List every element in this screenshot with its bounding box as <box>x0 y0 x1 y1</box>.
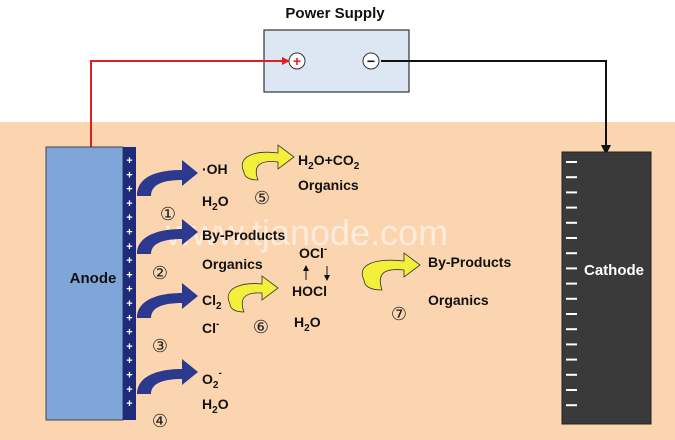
reaction-2-blue-arrow <box>137 219 198 254</box>
reaction-6-hocl: HOCl <box>292 283 327 299</box>
anode-charge-strip <box>123 147 136 420</box>
cathode-minus-signs <box>566 161 577 407</box>
reaction-2-reactant: Organics <box>202 256 263 272</box>
cathode-label: Cathode <box>584 262 644 279</box>
reaction-1-blue-arrow <box>137 160 198 196</box>
anode-plus-sign: + <box>126 212 132 224</box>
watermark: www.tjanode.com <box>165 212 448 253</box>
anode-electrode <box>45 146 124 421</box>
reaction-7-product: By-Products <box>428 254 511 270</box>
reaction-4-reactant: H2O <box>202 396 229 416</box>
anode-plus-sign: + <box>126 198 132 210</box>
anode-plus-signs: + + + + + + + + + + + + + + + + + + <box>126 155 132 410</box>
positive-terminal-sign: + <box>293 53 301 69</box>
anode-plus-sign: + <box>126 241 132 253</box>
power-supply-title: Power Supply <box>285 5 385 22</box>
anode-plus-sign: + <box>126 384 132 396</box>
positive-wire <box>90 57 290 147</box>
anode-plus-sign: + <box>126 312 132 324</box>
anode-plus-sign: + <box>126 269 132 281</box>
reaction-6-ocl: OCl- <box>299 244 327 261</box>
reaction-5-yellow-arrow <box>241 144 295 181</box>
anode-plus-sign: + <box>126 298 132 310</box>
anode-plus-sign: + <box>126 398 132 410</box>
negative-terminal-sign: − <box>367 53 375 69</box>
anode-plus-sign: + <box>126 370 132 382</box>
reaction-1-reactant: H2O <box>202 193 229 213</box>
reaction-4-blue-arrow <box>137 359 198 394</box>
reaction-3-reactant: Cl- <box>202 319 219 336</box>
reaction-5-product: H2O+CO2 <box>298 152 360 172</box>
reaction-2-number: ② <box>152 263 168 284</box>
anode-plus-sign: + <box>126 355 132 367</box>
reaction-3-blue-arrow <box>137 283 198 318</box>
reaction-1-number: ① <box>160 204 176 225</box>
reaction-1-product: ·OH <box>202 161 228 177</box>
reaction-7-reactant: Organics <box>428 292 489 308</box>
anode-plus-sign: + <box>126 169 132 181</box>
reaction-5-number: ⑤ <box>254 188 270 209</box>
reaction-5-reactant: Organics <box>298 177 359 193</box>
reaction-2-product: By-Products <box>202 227 285 243</box>
negative-wire <box>381 60 611 155</box>
anode-plus-sign: + <box>126 155 132 167</box>
reaction-6-reactant: H2O <box>294 314 321 334</box>
anode-label: Anode <box>70 270 117 287</box>
cathode-electrode <box>561 151 652 425</box>
anode-plus-sign: + <box>126 227 132 239</box>
negative-terminal <box>362 52 380 70</box>
reaction-6-number: ⑥ <box>253 317 269 338</box>
reaction-4-number: ④ <box>152 411 168 432</box>
reaction-7-number: ⑦ <box>391 304 407 325</box>
anode-plus-sign: + <box>126 327 132 339</box>
reaction-6-yellow-arrow <box>227 275 279 313</box>
anode-plus-sign: + <box>126 255 132 267</box>
reaction-7-yellow-arrow <box>361 252 421 291</box>
anode-plus-sign: + <box>126 341 132 353</box>
anode-plus-sign: + <box>126 184 132 196</box>
reaction-3-number: ③ <box>152 336 168 357</box>
anode-plus-sign: + <box>126 284 132 296</box>
